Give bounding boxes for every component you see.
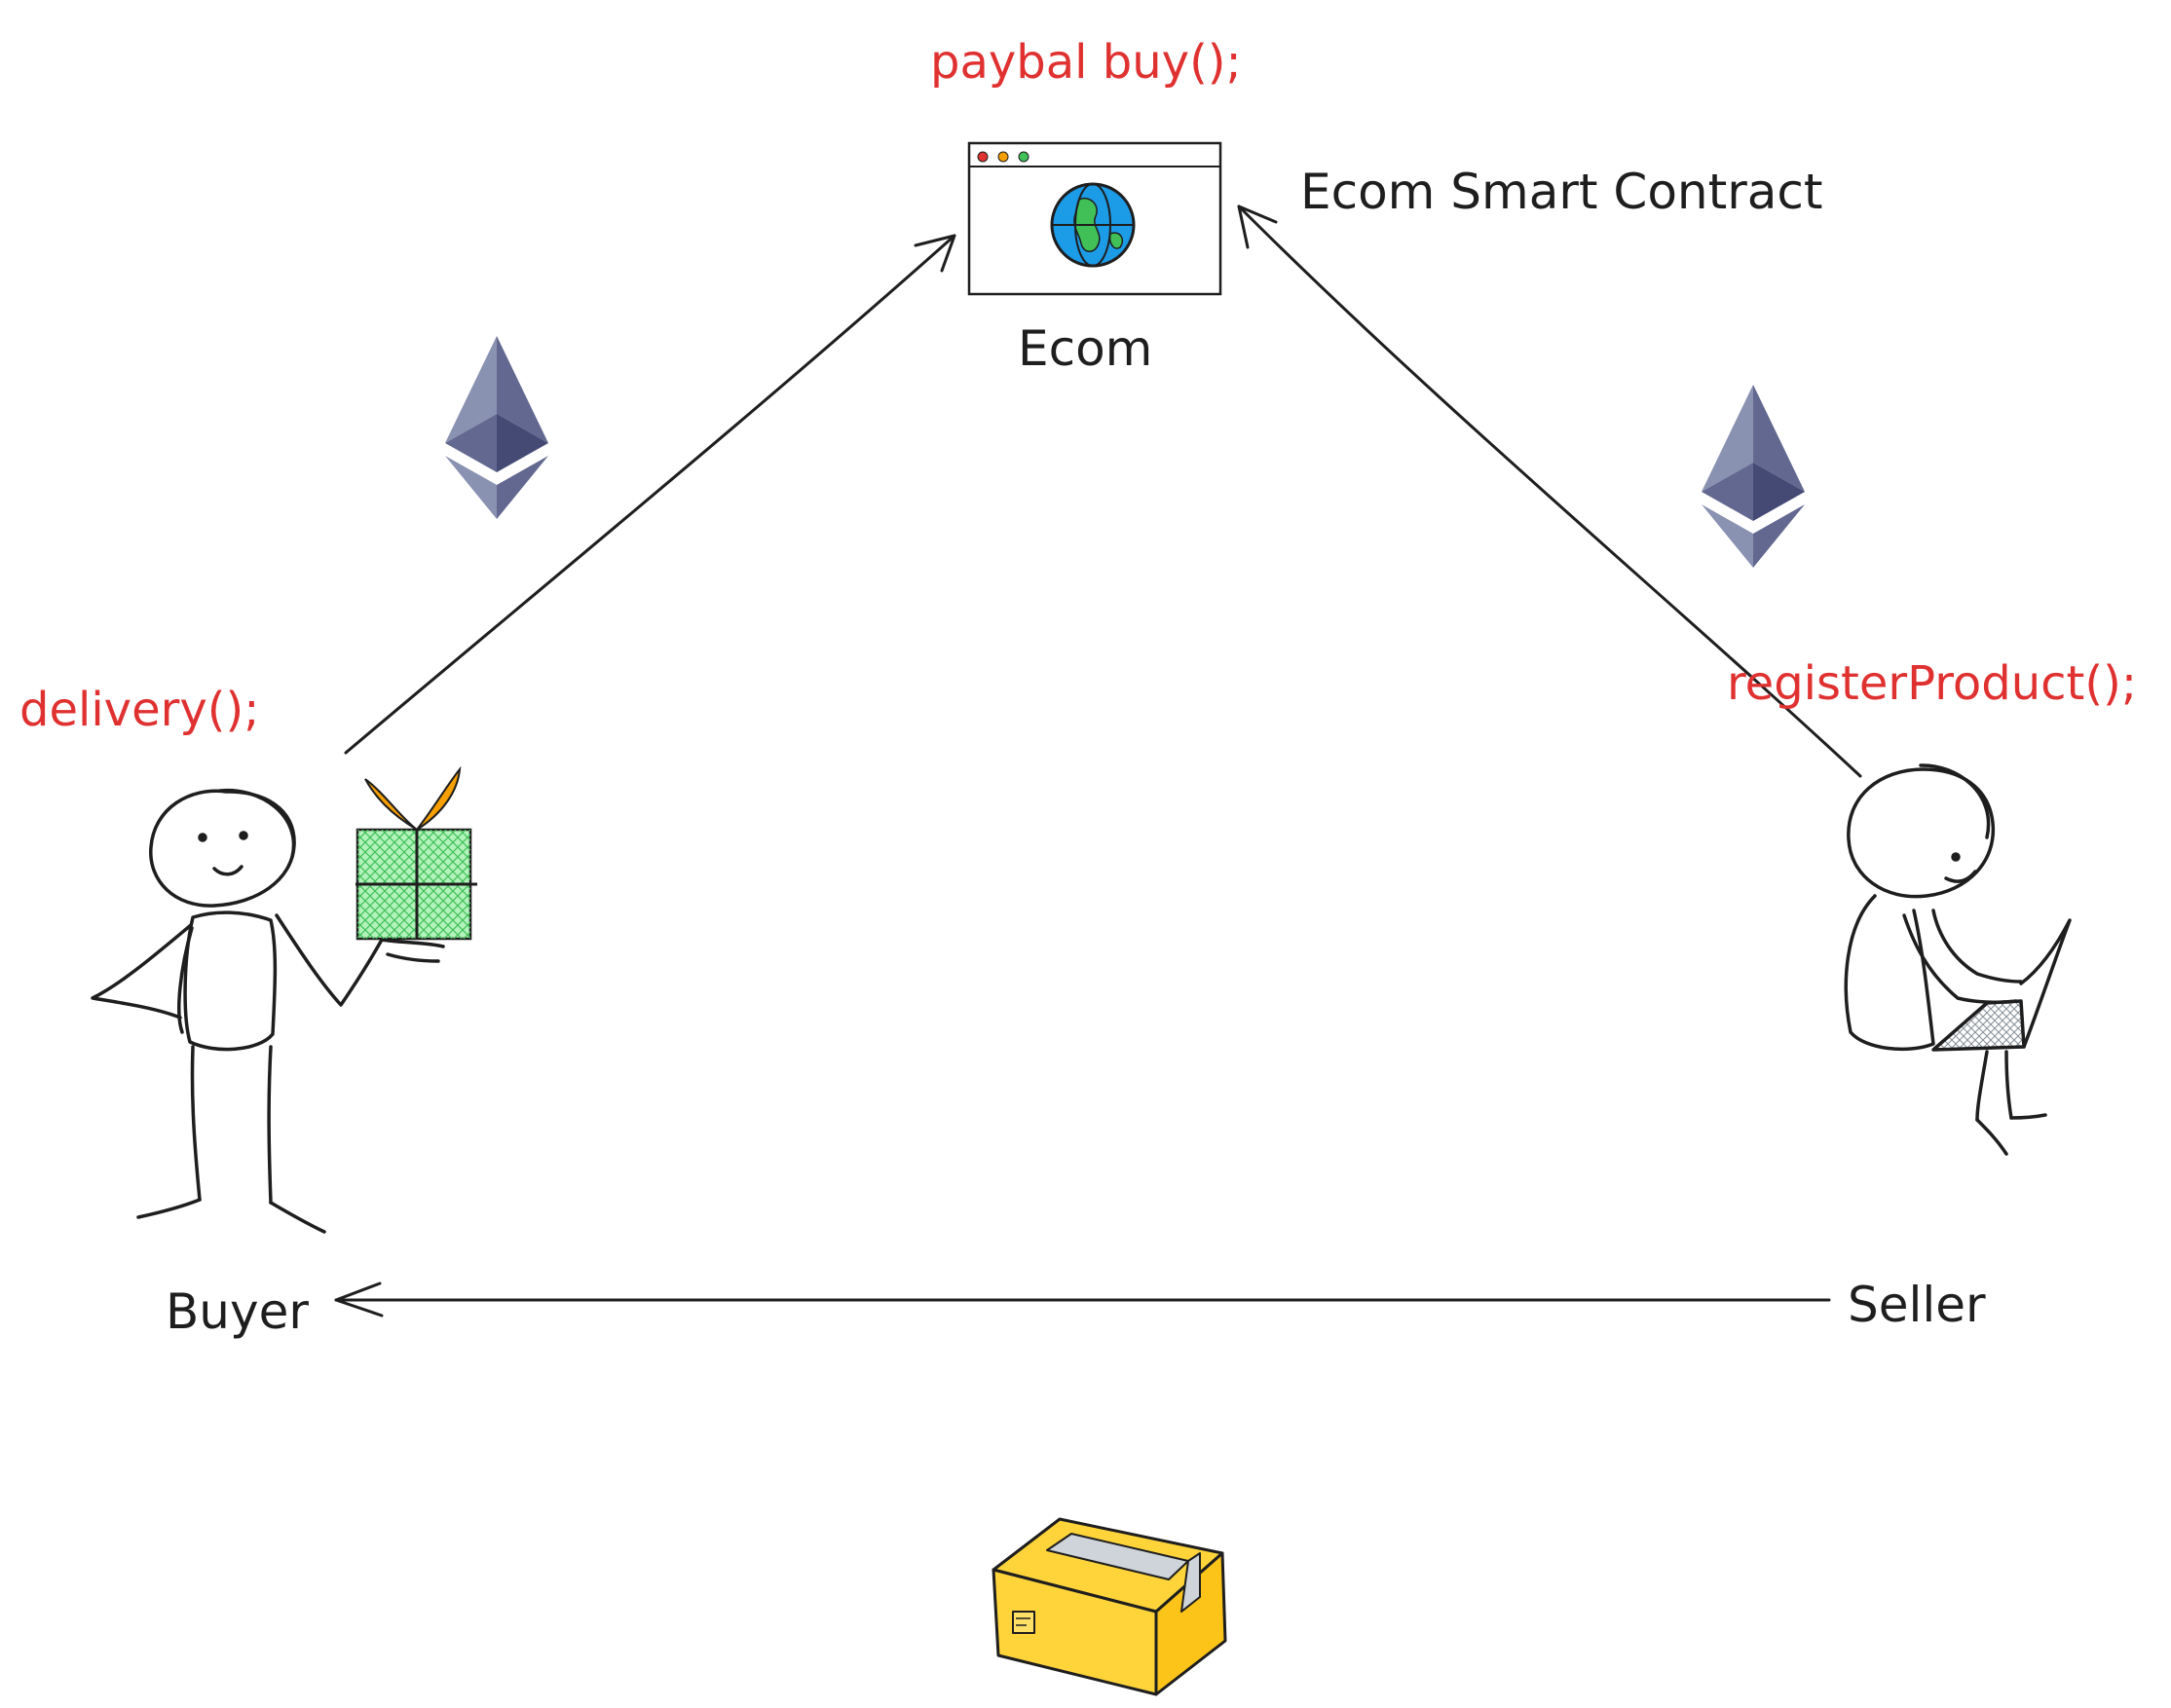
paybal-buy-function-label: paybal buy(); <box>930 35 1242 90</box>
seller-to-buyer-arrow <box>334 1281 1831 1318</box>
delivery-function-label: delivery(); <box>19 683 260 737</box>
cardboard-box-icon <box>992 1517 1227 1696</box>
ethereum-icon-left <box>445 336 548 519</box>
seller-label: Seller <box>1848 1277 1986 1333</box>
ecom-smart-contract-label: Ecom Smart Contract <box>1300 164 1823 220</box>
stick-figure-with-gift-icon <box>91 788 445 1234</box>
buyer-label: Buyer <box>166 1283 309 1340</box>
seller-to-ecom-arrow <box>1237 204 1862 778</box>
buyer-to-ecom-arrow <box>344 234 956 755</box>
browser-window-globe-icon <box>967 141 1222 296</box>
ethereum-icon-right <box>1702 385 1805 568</box>
stick-figure-with-laptop-icon <box>1844 763 2072 1156</box>
gift-icon <box>356 765 477 941</box>
ecom-label: Ecom <box>1018 320 1153 377</box>
register-product-function-label: registerProduct(); <box>1727 656 2137 711</box>
